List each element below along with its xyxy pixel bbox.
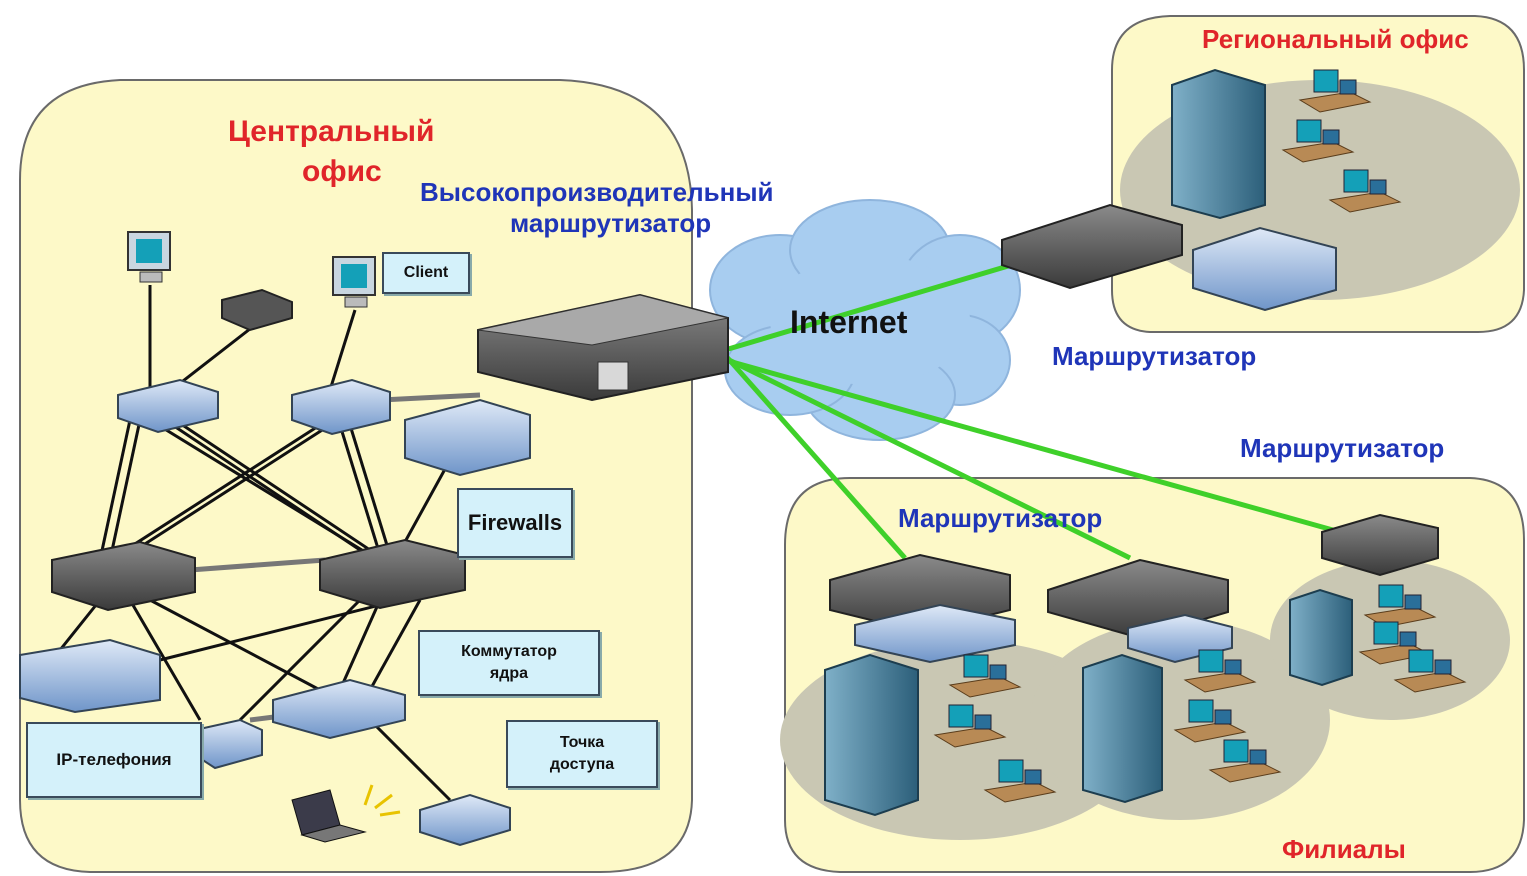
central-office-title-line1: Центральный — [228, 115, 435, 148]
core-switch-right — [319, 538, 466, 610]
regional-office-title: Региональный офис — [1202, 24, 1469, 54]
internet-cloud — [709, 199, 1021, 441]
desk-workstations — [933, 69, 1467, 803]
lan-links — [58, 285, 452, 802]
branch-router-3 — [1321, 513, 1439, 577]
edge-switch-bottom — [272, 678, 406, 740]
access-point-device — [419, 793, 511, 847]
hp-router-label-line1: Высокопроизводительный — [420, 177, 774, 207]
laptop-icon — [291, 784, 401, 843]
desk-workstation-icon — [1183, 649, 1257, 693]
client-callout: Client — [382, 252, 470, 294]
core-switch-text-line1: Коммутатор — [461, 643, 557, 660]
regional-switch — [1192, 226, 1337, 312]
access-switch-left — [117, 378, 219, 434]
access-point-text-line2: доступа — [549, 756, 615, 773]
desk-workstation-icon — [1298, 69, 1372, 113]
access-point-callout: Точка доступа — [506, 720, 658, 788]
firewalls-text: Firewalls — [467, 510, 563, 535]
desk-workstation-icon — [1393, 649, 1467, 693]
desk-workstation-icon — [933, 704, 1007, 748]
wan-links — [723, 255, 1341, 561]
branch-switch-1 — [854, 603, 1016, 664]
internet-label: Internet — [790, 304, 908, 340]
core-switch-left — [51, 540, 196, 612]
ip-telephony-callout: IP-телефония — [26, 722, 202, 798]
branch-building-1 — [824, 653, 919, 817]
branch-router-label: Маршрутизатор — [898, 503, 1103, 533]
phone-icon — [221, 288, 293, 332]
desk-workstation-icon — [1358, 621, 1432, 665]
regional-building — [1171, 68, 1266, 220]
workstation-icon — [127, 231, 171, 283]
desk-workstation-icon — [1281, 119, 1355, 163]
core-switch-text-line2: ядра — [489, 665, 529, 682]
branch-building-3 — [1289, 588, 1353, 687]
client-workstation-icon — [332, 256, 376, 308]
ip-phone-server — [19, 638, 161, 714]
ip-telephony-text: IP-телефония — [56, 750, 172, 769]
firewall-device — [404, 398, 531, 477]
access-switch-middle — [291, 378, 391, 436]
branches-title: Филиалы — [1282, 834, 1406, 864]
branch3-router-label: Маршрутизатор — [1240, 433, 1445, 463]
regional-router — [1001, 203, 1183, 290]
hp-router-label-line2: маршрутизатор — [510, 208, 712, 238]
core-switch-callout: Коммутатор ядра — [418, 630, 600, 696]
access-point-text-line1: Точка — [559, 734, 605, 751]
central-office-title-line2: офис — [302, 155, 382, 188]
branch-building-2 — [1082, 653, 1163, 804]
desk-workstation-icon — [983, 759, 1057, 803]
desk-workstation-icon — [1173, 699, 1247, 743]
client-text: Client — [403, 264, 449, 281]
desk-workstation-icon — [948, 654, 1022, 698]
regional-router-label: Маршрутизатор — [1052, 341, 1257, 371]
firewalls-callout: Firewalls — [457, 488, 573, 558]
high-performance-router — [477, 293, 729, 402]
desk-workstation-icon — [1208, 739, 1282, 783]
desk-workstation-icon — [1328, 169, 1402, 213]
